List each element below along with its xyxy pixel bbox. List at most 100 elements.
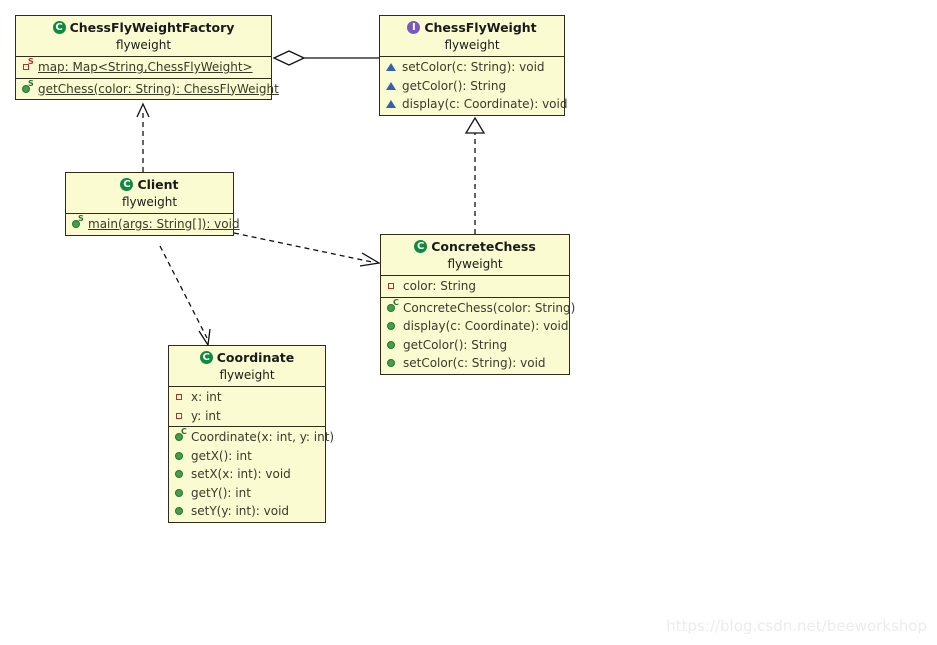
class-box-chessflyweightfactory[interactable]: C ChessFlyWeightFactory flyweight S map:… xyxy=(15,15,279,100)
method-abstract-icon xyxy=(384,97,399,111)
class-icon: C xyxy=(199,351,213,364)
method-abstract-icon xyxy=(384,60,399,74)
field-row[interactable]: S map: Map<String,ChessFlyWeight> xyxy=(16,58,271,77)
class-title: C Coordinate xyxy=(175,350,319,365)
field-label: x: int xyxy=(191,390,222,404)
class-box-concretechess[interactable]: C ConcreteChess flyweight color: String … xyxy=(380,234,575,375)
dependency-arrowhead-icon xyxy=(359,252,381,267)
field-private-icon xyxy=(385,279,400,293)
methods-compartment: S main(args: String[]): void xyxy=(66,213,240,235)
relation-dependency-client-factory xyxy=(136,102,150,172)
fields-compartment: S map: Map<String,ChessFlyWeight> xyxy=(16,56,271,78)
method-row[interactable]: display(c: Coordinate): void xyxy=(381,317,569,336)
class-stereotype: flyweight xyxy=(121,195,178,209)
method-row[interactable]: getColor(): String xyxy=(381,336,569,355)
method-label: setColor(c: String): void xyxy=(403,356,546,370)
class-name: ChessFlyWeight xyxy=(424,20,537,35)
realization-triangle-icon xyxy=(464,116,486,134)
class-header: C Client xyxy=(66,173,233,194)
class-stereotype: flyweight xyxy=(447,257,503,271)
class-box-chessflyweight[interactable]: I ChessFlyWeight flyweight setColor(c: S… xyxy=(379,15,568,116)
method-label: getColor(): String xyxy=(403,337,508,352)
field-row[interactable]: y: int xyxy=(169,407,325,426)
watermark: https://blog.csdn.net/beeworkshop xyxy=(666,617,927,635)
class-icon: C xyxy=(414,240,428,253)
field-label: map: Map<String,ChessFlyWeight> xyxy=(38,60,253,74)
method-row[interactable]: S main(args: String[]): void xyxy=(66,215,240,234)
relation-realization-concretechess-chessflyweight xyxy=(464,116,486,234)
class-title: C ConcreteChess xyxy=(387,239,563,254)
class-box-client[interactable]: C Client flyweight S main(args: String[]… xyxy=(65,172,240,236)
method-public-static-icon: S xyxy=(70,215,85,231)
method-abstract-icon xyxy=(384,79,399,93)
dependency-line xyxy=(159,245,208,339)
class-header: C ChessFlyWeightFactory xyxy=(16,16,271,37)
method-row[interactable]: setY(y: int): void xyxy=(169,502,325,521)
aggregation-diamond-icon xyxy=(272,50,306,66)
class-header: I ChessFlyWeight xyxy=(380,16,564,37)
field-label: color: String xyxy=(403,279,477,293)
method-label: getColor(): String xyxy=(402,78,507,93)
class-title: C ChessFlyWeightFactory xyxy=(22,20,265,35)
dependency-arrowhead-icon xyxy=(198,328,211,347)
method-label: getY(): int xyxy=(191,485,251,500)
field-private-static-icon: S xyxy=(20,58,35,74)
method-public-icon xyxy=(173,504,188,518)
class-name: ConcreteChess xyxy=(431,239,536,254)
method-label: display(c: Coordinate): void xyxy=(402,97,568,111)
relation-aggregation-factory-chessflyweight xyxy=(272,50,379,66)
method-row[interactable]: setColor(c: String): void xyxy=(381,354,569,373)
method-row[interactable]: display(c: Coordinate): void xyxy=(380,95,568,114)
class-icon: C xyxy=(52,21,66,34)
methods-compartment: C Coordinate(x: int, y: int) getX(): int… xyxy=(169,426,334,522)
method-row[interactable]: C Coordinate(x: int, y: int) xyxy=(169,428,334,447)
method-public-icon xyxy=(173,449,188,463)
fields-compartment: color: String xyxy=(381,275,569,297)
method-row[interactable]: setX(x: int): void xyxy=(169,465,325,484)
method-label: getX(): int xyxy=(191,448,252,463)
method-row[interactable]: getY(): int xyxy=(169,484,325,503)
class-header: C ConcreteChess xyxy=(381,235,569,256)
method-label: Coordinate(x: int, y: int) xyxy=(191,430,335,444)
method-public-icon xyxy=(173,467,188,481)
methods-compartment: C ConcreteChess(color: String) display(c… xyxy=(381,296,575,374)
field-private-icon xyxy=(173,390,188,404)
dependency-line xyxy=(233,232,373,263)
class-stereotype: flyweight xyxy=(444,38,500,52)
method-label: getChess(color: String): ChessFlyWeight xyxy=(38,81,279,96)
method-row[interactable]: getColor(): String xyxy=(380,77,564,96)
method-label: main(args: String[]): void xyxy=(88,217,240,231)
class-title: I ChessFlyWeight xyxy=(386,20,558,35)
method-constructor-icon: C xyxy=(173,428,188,444)
method-public-icon xyxy=(173,486,188,500)
method-constructor-icon: C xyxy=(385,298,400,315)
method-public-static-icon: S xyxy=(20,79,35,96)
methods-compartment: S getChess(color: String): ChessFlyWeigh… xyxy=(16,77,279,100)
method-row[interactable]: C ConcreteChess(color: String) xyxy=(381,298,575,318)
method-row[interactable]: setColor(c: String): void xyxy=(380,58,564,77)
relation-dependency-client-coordinate xyxy=(159,245,211,347)
method-label: ConcreteChess(color: String) xyxy=(403,300,576,315)
field-private-icon xyxy=(173,409,188,423)
class-header: C Coordinate xyxy=(169,346,325,367)
class-name: Client xyxy=(137,177,179,192)
class-stereotype: flyweight xyxy=(115,38,172,52)
method-label: setColor(c: String): void xyxy=(402,60,545,74)
method-row[interactable]: getX(): int xyxy=(169,447,325,466)
method-public-icon xyxy=(385,319,400,333)
interface-icon: I xyxy=(407,21,421,34)
methods-compartment: setColor(c: String): void getColor(): St… xyxy=(380,56,568,115)
method-row[interactable]: S getChess(color: String): ChessFlyWeigh… xyxy=(16,79,279,99)
class-title: C Client xyxy=(72,177,227,192)
field-row[interactable]: x: int xyxy=(169,388,325,407)
class-stereotype: flyweight xyxy=(219,368,275,382)
method-label: display(c: Coordinate): void xyxy=(403,319,569,333)
field-row[interactable]: color: String xyxy=(381,277,569,296)
field-label: y: int xyxy=(191,408,221,423)
class-name: ChessFlyWeightFactory xyxy=(69,20,235,35)
class-icon: C xyxy=(120,178,134,191)
class-box-coordinate[interactable]: C Coordinate flyweight x: int y: int C C… xyxy=(168,345,334,523)
fields-compartment: x: int y: int xyxy=(169,386,325,426)
relation-dependency-client-concretechess xyxy=(233,232,381,267)
